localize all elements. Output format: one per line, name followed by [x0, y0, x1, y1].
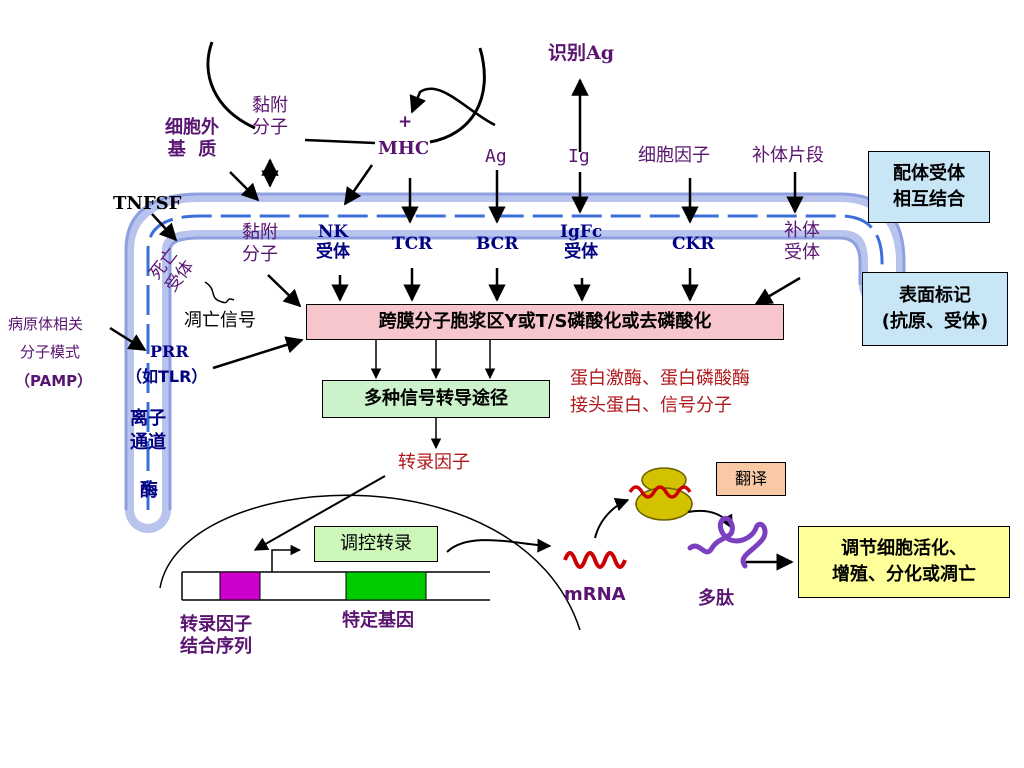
- prr-line1: PRR: [150, 342, 189, 361]
- mrna-squiggle: [563, 551, 627, 569]
- ribosome-icon: [628, 467, 693, 521]
- nucleus-arc: [159, 494, 581, 631]
- outcome-box: 调节细胞活化、 增殖、分化或凋亡: [798, 526, 1010, 598]
- complement-fragment-label: 补体片段: [752, 145, 824, 166]
- ag-label: Ag: [485, 146, 507, 167]
- nk-receptor: NK 受体: [316, 222, 350, 263]
- cell-arc-right: [429, 47, 486, 144]
- dna-strand: [181, 544, 490, 601]
- polypeptide-label: 多肽: [698, 588, 734, 609]
- promoter-arrow: [271, 544, 302, 572]
- transcription-factor-label: 转录因子: [398, 452, 470, 473]
- mrna-label: mRNA: [564, 584, 626, 605]
- arrow-pamp: [109, 326, 147, 352]
- adhesion-molecule-top-label: 黏附 分子: [252, 95, 288, 138]
- kinases-line2: 接头蛋白、信号分子: [570, 395, 732, 416]
- pamp-line3: （PAMP）: [15, 372, 93, 390]
- specific-gene-label: 特定基因: [342, 610, 414, 631]
- complement-receptor: 补体 受体: [784, 220, 820, 263]
- cytokine-label: 细胞因子: [638, 145, 710, 166]
- prr-line2: （如TLR）: [126, 367, 208, 386]
- apoptosis-signal-label: 凋亡信号: [184, 310, 256, 331]
- arrow-adhesion-to-box: [267, 274, 302, 308]
- extracellular-matrix-label: 细胞外 基 质: [165, 117, 219, 160]
- specific-gene-region: [345, 571, 427, 601]
- surface-marker-box: 表面标记 (抗原、受体): [862, 272, 1008, 346]
- ion-channel-label: 离子 通道: [130, 408, 166, 454]
- arrow-tf-to-dna: [253, 475, 386, 551]
- ig-label: Ig: [568, 146, 590, 167]
- cell-arc-left: [206, 41, 256, 130]
- polypeptide-icon: [687, 515, 768, 569]
- mhc-curved-arrow: [409, 87, 496, 127]
- adhesion-molecule-receptor: 黏附 分子: [242, 222, 278, 265]
- arrow-complement-to-box: [754, 276, 801, 306]
- arrow-to-ribosome: [594, 497, 630, 539]
- arrow-tnfsf: [151, 213, 178, 242]
- signal-pathways-box: 多种信号转导途径: [322, 380, 550, 418]
- arrow-to-mrna: [446, 538, 552, 553]
- tnfsf-label: TNFSF: [113, 193, 182, 214]
- translation-box: 翻译: [716, 462, 786, 496]
- tcr-receptor: TCR: [392, 234, 433, 254]
- matrix-link-line: [304, 138, 376, 145]
- bcr-receptor: BCR: [476, 234, 519, 254]
- enzyme-label: 酶: [140, 480, 158, 501]
- kinases-line1: 蛋白激酶、蛋白磷酸酶: [570, 368, 750, 389]
- pamp-line2: 分子模式: [20, 343, 81, 361]
- arrow-mhc-nk: [343, 164, 374, 206]
- mhc-label: MHC: [378, 138, 430, 159]
- igfc-receptor: IgFc 受体: [560, 222, 603, 263]
- plus-sign-label: +: [398, 112, 413, 132]
- ligand-receptor-box: 配体受体 相互结合: [868, 151, 990, 223]
- arrow-matrix: [229, 171, 260, 202]
- tf-binding-region: [219, 571, 261, 601]
- cell-membrane: [124, 192, 906, 533]
- apoptosis-squiggle: [204, 281, 235, 304]
- arrow-prr-to-box: [212, 336, 304, 370]
- tf-binding-sequence-label: 转录因子 结合序列: [180, 614, 252, 657]
- ckr-receptor: CKR: [672, 234, 715, 254]
- pamp-line1: 病原体相关: [8, 315, 84, 333]
- recognize-ag-label: 识别Ag: [548, 42, 615, 64]
- phosphorylation-box: 跨膜分子胞浆区Y或T/S磷酸化或去磷酸化: [306, 304, 784, 340]
- regulate-transcription-box: 调控转录: [314, 526, 438, 562]
